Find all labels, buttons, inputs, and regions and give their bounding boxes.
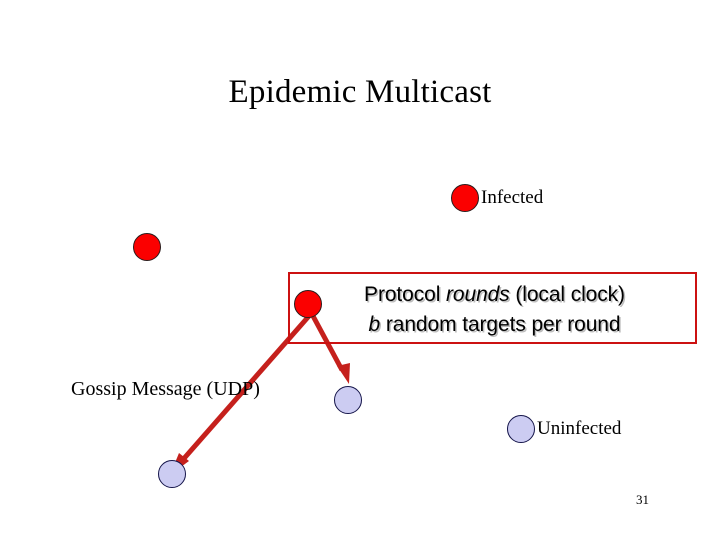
- uninfected-node-mid: [334, 386, 362, 414]
- protocol-line1-emphasis: rounds: [446, 283, 510, 306]
- protocol-callout-box: Protocol rounds (local clock) b random t…: [288, 272, 697, 344]
- uninfected-legend-label: Uninfected: [537, 418, 622, 439]
- protocol-line1-before: Protocol: [364, 283, 447, 306]
- infected-legend-label: Infected: [481, 187, 544, 208]
- protocol-line1-after: (local clock): [509, 283, 625, 306]
- infected-node-left: [133, 233, 161, 261]
- gossip-message-caption: Gossip Message (UDP): [71, 378, 260, 400]
- protocol-line2-emphasis: b: [368, 313, 381, 336]
- protocol-callout-line-1: Protocol rounds (local clock): [364, 280, 625, 310]
- protocol-line2-after: random targets per round: [380, 313, 621, 336]
- uninfected-legend-node: [507, 415, 535, 443]
- page-number: 31: [636, 492, 649, 507]
- page-title: Epidemic Multicast: [228, 74, 492, 110]
- infected-legend-node: [451, 184, 479, 212]
- protocol-callout-line-2: b random targets per round: [369, 310, 621, 340]
- protocol-callout-text: Protocol rounds (local clock) b random t…: [290, 274, 699, 346]
- uninfected-node-lower-left: [158, 460, 186, 488]
- infected-node-source: [294, 290, 322, 318]
